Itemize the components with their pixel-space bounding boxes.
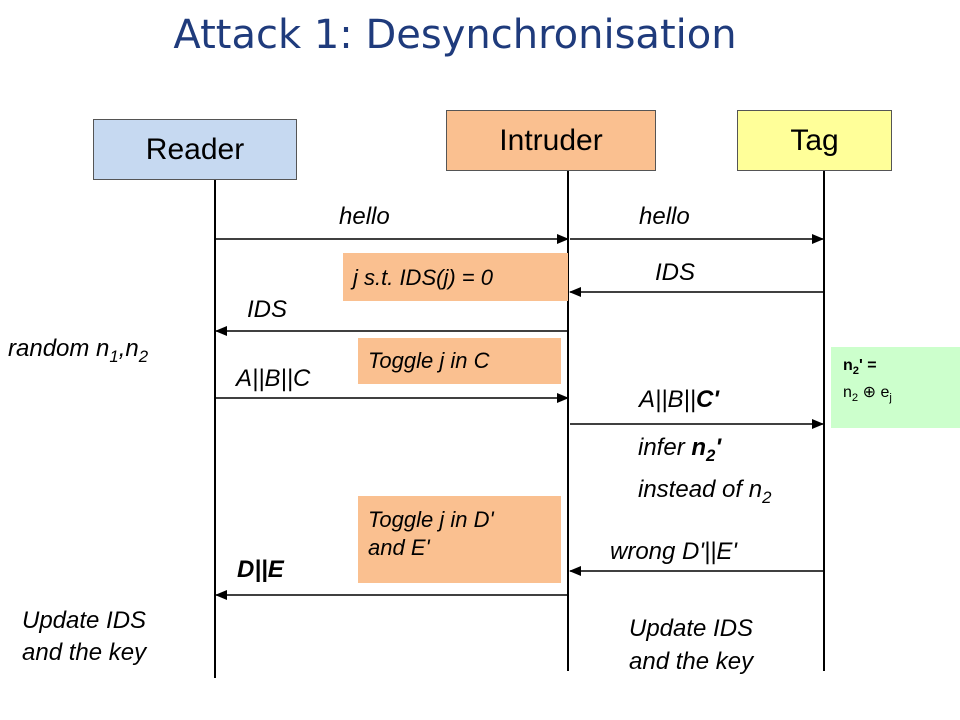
tag-update-note: Update IDS and the key	[629, 615, 754, 675]
label-de: D||E	[237, 556, 284, 583]
note-intruder-j: j s.t. IDS(j) = 0	[343, 253, 568, 301]
label-ids-right: IDS	[655, 259, 696, 286]
label-hello-right: hello	[639, 203, 690, 230]
tag-actor-box: Tag	[737, 110, 892, 171]
reader-lifeline	[214, 180, 216, 678]
tag-lifeline	[823, 171, 825, 671]
label-ids-left: IDS	[247, 296, 288, 323]
label-wrong-de: wrong D'||E'	[610, 538, 738, 565]
intruder-actor-box: Intruder	[446, 110, 656, 171]
note-toggle-c: Toggle j in C	[358, 338, 561, 384]
intruder-lifeline	[567, 171, 569, 671]
tag-infer-note: infer n2' instead of n2	[638, 434, 772, 507]
reader-update-note: Update IDS and the key	[22, 607, 147, 666]
green-n2-prime-note: n2' = n2 ⊕ ej	[831, 347, 960, 428]
label-abc: A||B||C	[236, 365, 311, 392]
page-title: Attack 1: Desynchronisation	[173, 12, 737, 58]
label-abc-prime: A||B||C'	[639, 386, 719, 413]
reader-random-nonces: random n1,n2	[8, 335, 149, 366]
reader-actor-box: Reader	[93, 119, 297, 180]
label-hello-left: hello	[339, 203, 390, 230]
note-toggle-d: Toggle j in D' and E'	[358, 496, 561, 583]
